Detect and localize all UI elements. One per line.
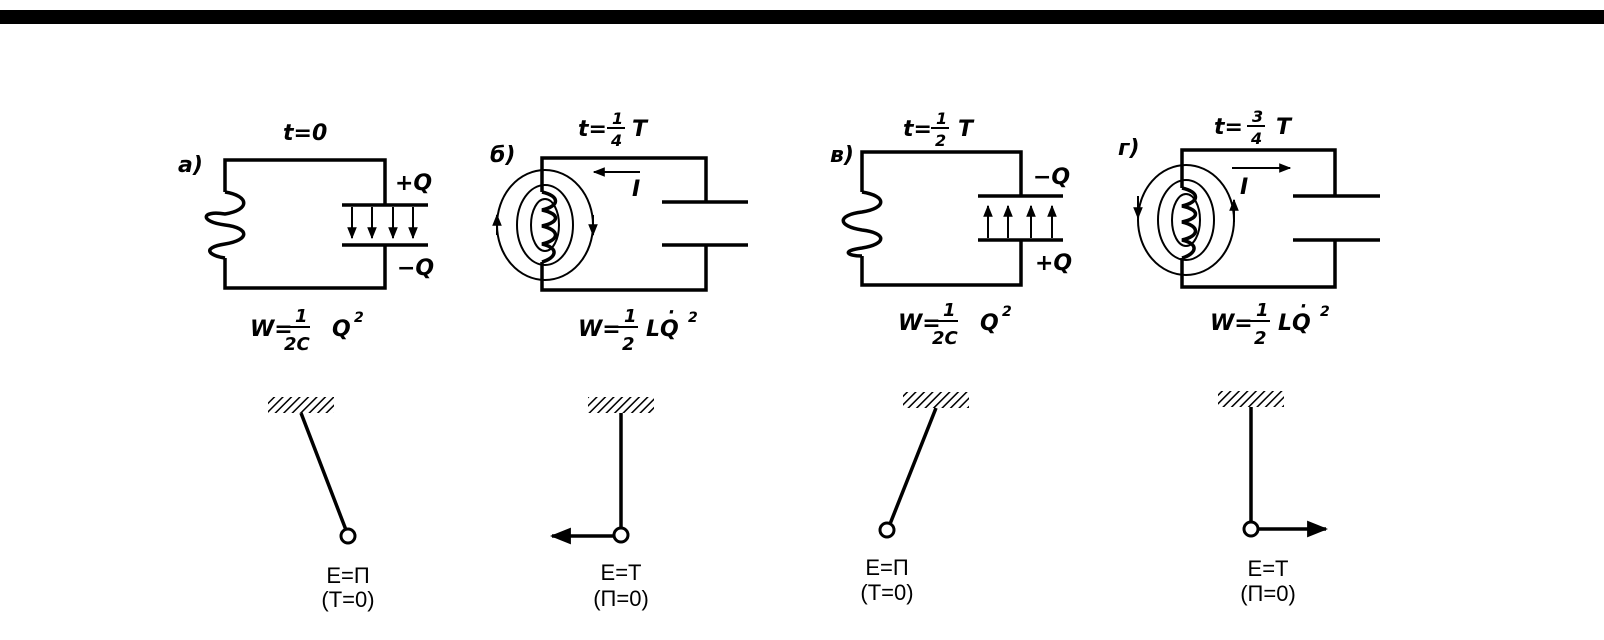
panel-a-pendulum-rod xyxy=(299,412,348,531)
panel-d-pendulum-condition: (П=0) xyxy=(1240,581,1296,606)
svg-text:LQ: LQ xyxy=(1278,311,1311,336)
svg-text:W=: W= xyxy=(250,317,293,342)
svg-text:4: 4 xyxy=(1250,129,1262,148)
svg-text:W=: W= xyxy=(898,311,941,336)
panel-d-label: г) xyxy=(1118,136,1140,161)
panel-c: в) t= 1 2 T −Q +Q W= 1 2C Q 2 xyxy=(830,109,1072,605)
panel-b-pendulum-energy: E=T xyxy=(601,560,642,585)
panel-b-pendulum-bob xyxy=(612,526,630,544)
svg-text:t=: t= xyxy=(1214,115,1243,140)
panel-d-circuit-wire xyxy=(1180,148,1337,289)
panel-d-time: t= 3 4 T xyxy=(1214,107,1293,148)
panel-a-inductor-coil xyxy=(204,190,246,260)
svg-text:T: T xyxy=(958,117,975,142)
panel-a-energy-formula: W= 1 2C Q 2 xyxy=(250,306,364,355)
panel-d-pendulum-support xyxy=(1218,391,1284,407)
svg-text:1: 1 xyxy=(943,300,956,321)
panel-c-time: t= 1 2 T xyxy=(903,109,975,150)
panel-b-time: t= 1 4 T xyxy=(578,109,649,150)
panel-a-circuit-wire xyxy=(223,158,387,290)
panel-d-magnetic-field-lines xyxy=(1133,164,1239,276)
svg-text:2: 2 xyxy=(1254,328,1267,349)
svg-text:1: 1 xyxy=(612,109,623,128)
panel-c-pendulum-bob xyxy=(878,521,896,539)
svg-text:2: 2 xyxy=(688,310,698,326)
panel-a-pendulum-energy: E=П xyxy=(326,563,369,588)
panel-c-pendulum-rod xyxy=(888,407,938,525)
svg-text:t=: t= xyxy=(903,117,932,142)
svg-text:4: 4 xyxy=(610,131,622,150)
svg-text:2C: 2C xyxy=(932,328,959,349)
panel-a-field-arrows xyxy=(347,207,418,240)
panel-b-magnetic-field-lines xyxy=(492,169,598,281)
panel-c-inductor-coil xyxy=(841,190,883,258)
panel-a-pendulum-bob xyxy=(339,527,357,545)
panel-c-energy-formula: W= 1 2C Q 2 xyxy=(898,300,1012,349)
panel-c-label: в) xyxy=(830,143,854,168)
panel-a: а) t=0 +Q −Q W= 1 2C Q 2 E=П (T=0) xyxy=(178,121,434,612)
panel-c-pendulum-condition: (T=0) xyxy=(860,580,913,605)
top-rule xyxy=(0,10,1604,24)
svg-text:·: · xyxy=(1300,296,1307,317)
svg-text:2: 2 xyxy=(1002,304,1012,320)
panel-c-circuit-wire xyxy=(860,150,1023,287)
panel-b-pendulum-condition: (П=0) xyxy=(593,586,649,611)
panel-a-time: t=0 xyxy=(283,121,327,146)
panel-b-label: б) xyxy=(490,143,515,168)
svg-text:·: · xyxy=(668,302,675,323)
panel-b-current-label: I xyxy=(632,177,640,202)
svg-text:2: 2 xyxy=(354,310,364,326)
panel-a-bottom-charge: −Q xyxy=(397,256,434,281)
svg-text:2: 2 xyxy=(935,131,946,150)
panel-a-top-charge: +Q xyxy=(395,171,432,196)
panel-d-energy-formula: W= 1 2 LQ · 2 xyxy=(1210,296,1330,349)
svg-text:W=: W= xyxy=(1210,311,1253,336)
panel-d-pendulum-energy: E=T xyxy=(1248,556,1289,581)
svg-text:T: T xyxy=(632,117,649,142)
panel-d-current-label: I xyxy=(1240,175,1248,200)
panel-d-inductor-coil xyxy=(1181,186,1198,260)
svg-text:t=: t= xyxy=(578,117,607,142)
panel-b: б) t= 1 4 T I W= 1 2 LQ · xyxy=(490,109,748,611)
panel-d: г) t= 3 4 T I W= 1 2 LQ · 2 xyxy=(1118,107,1380,606)
svg-text:1: 1 xyxy=(624,306,637,327)
panel-c-top-charge: −Q xyxy=(1033,165,1070,190)
panel-b-energy-formula: W= 1 2 LQ · 2 xyxy=(578,302,698,355)
svg-text:2C: 2C xyxy=(284,334,311,355)
panel-c-field-arrows xyxy=(983,204,1057,238)
svg-text:Q: Q xyxy=(332,317,351,342)
panel-d-pendulum-bob xyxy=(1242,520,1260,538)
panel-a-label: а) xyxy=(178,153,203,178)
svg-text:1: 1 xyxy=(295,306,308,327)
svg-text:1: 1 xyxy=(936,109,947,128)
svg-text:W=: W= xyxy=(578,317,621,342)
panel-b-circuit-wire xyxy=(540,156,708,292)
svg-text:2: 2 xyxy=(622,334,635,355)
svg-text:Q: Q xyxy=(980,311,999,336)
svg-text:LQ: LQ xyxy=(646,317,679,342)
svg-text:2: 2 xyxy=(1320,304,1330,320)
svg-text:3: 3 xyxy=(1252,107,1263,126)
panel-c-bottom-charge: +Q xyxy=(1035,251,1072,276)
svg-text:T: T xyxy=(1276,115,1293,140)
panel-a-pendulum-condition: (T=0) xyxy=(321,587,374,612)
panel-c-pendulum-energy: E=П xyxy=(865,555,908,580)
panel-b-pendulum-support xyxy=(588,397,654,413)
svg-text:1: 1 xyxy=(1256,300,1269,321)
panel-a-pendulum-support xyxy=(268,397,334,413)
panel-c-pendulum-support xyxy=(903,392,969,408)
